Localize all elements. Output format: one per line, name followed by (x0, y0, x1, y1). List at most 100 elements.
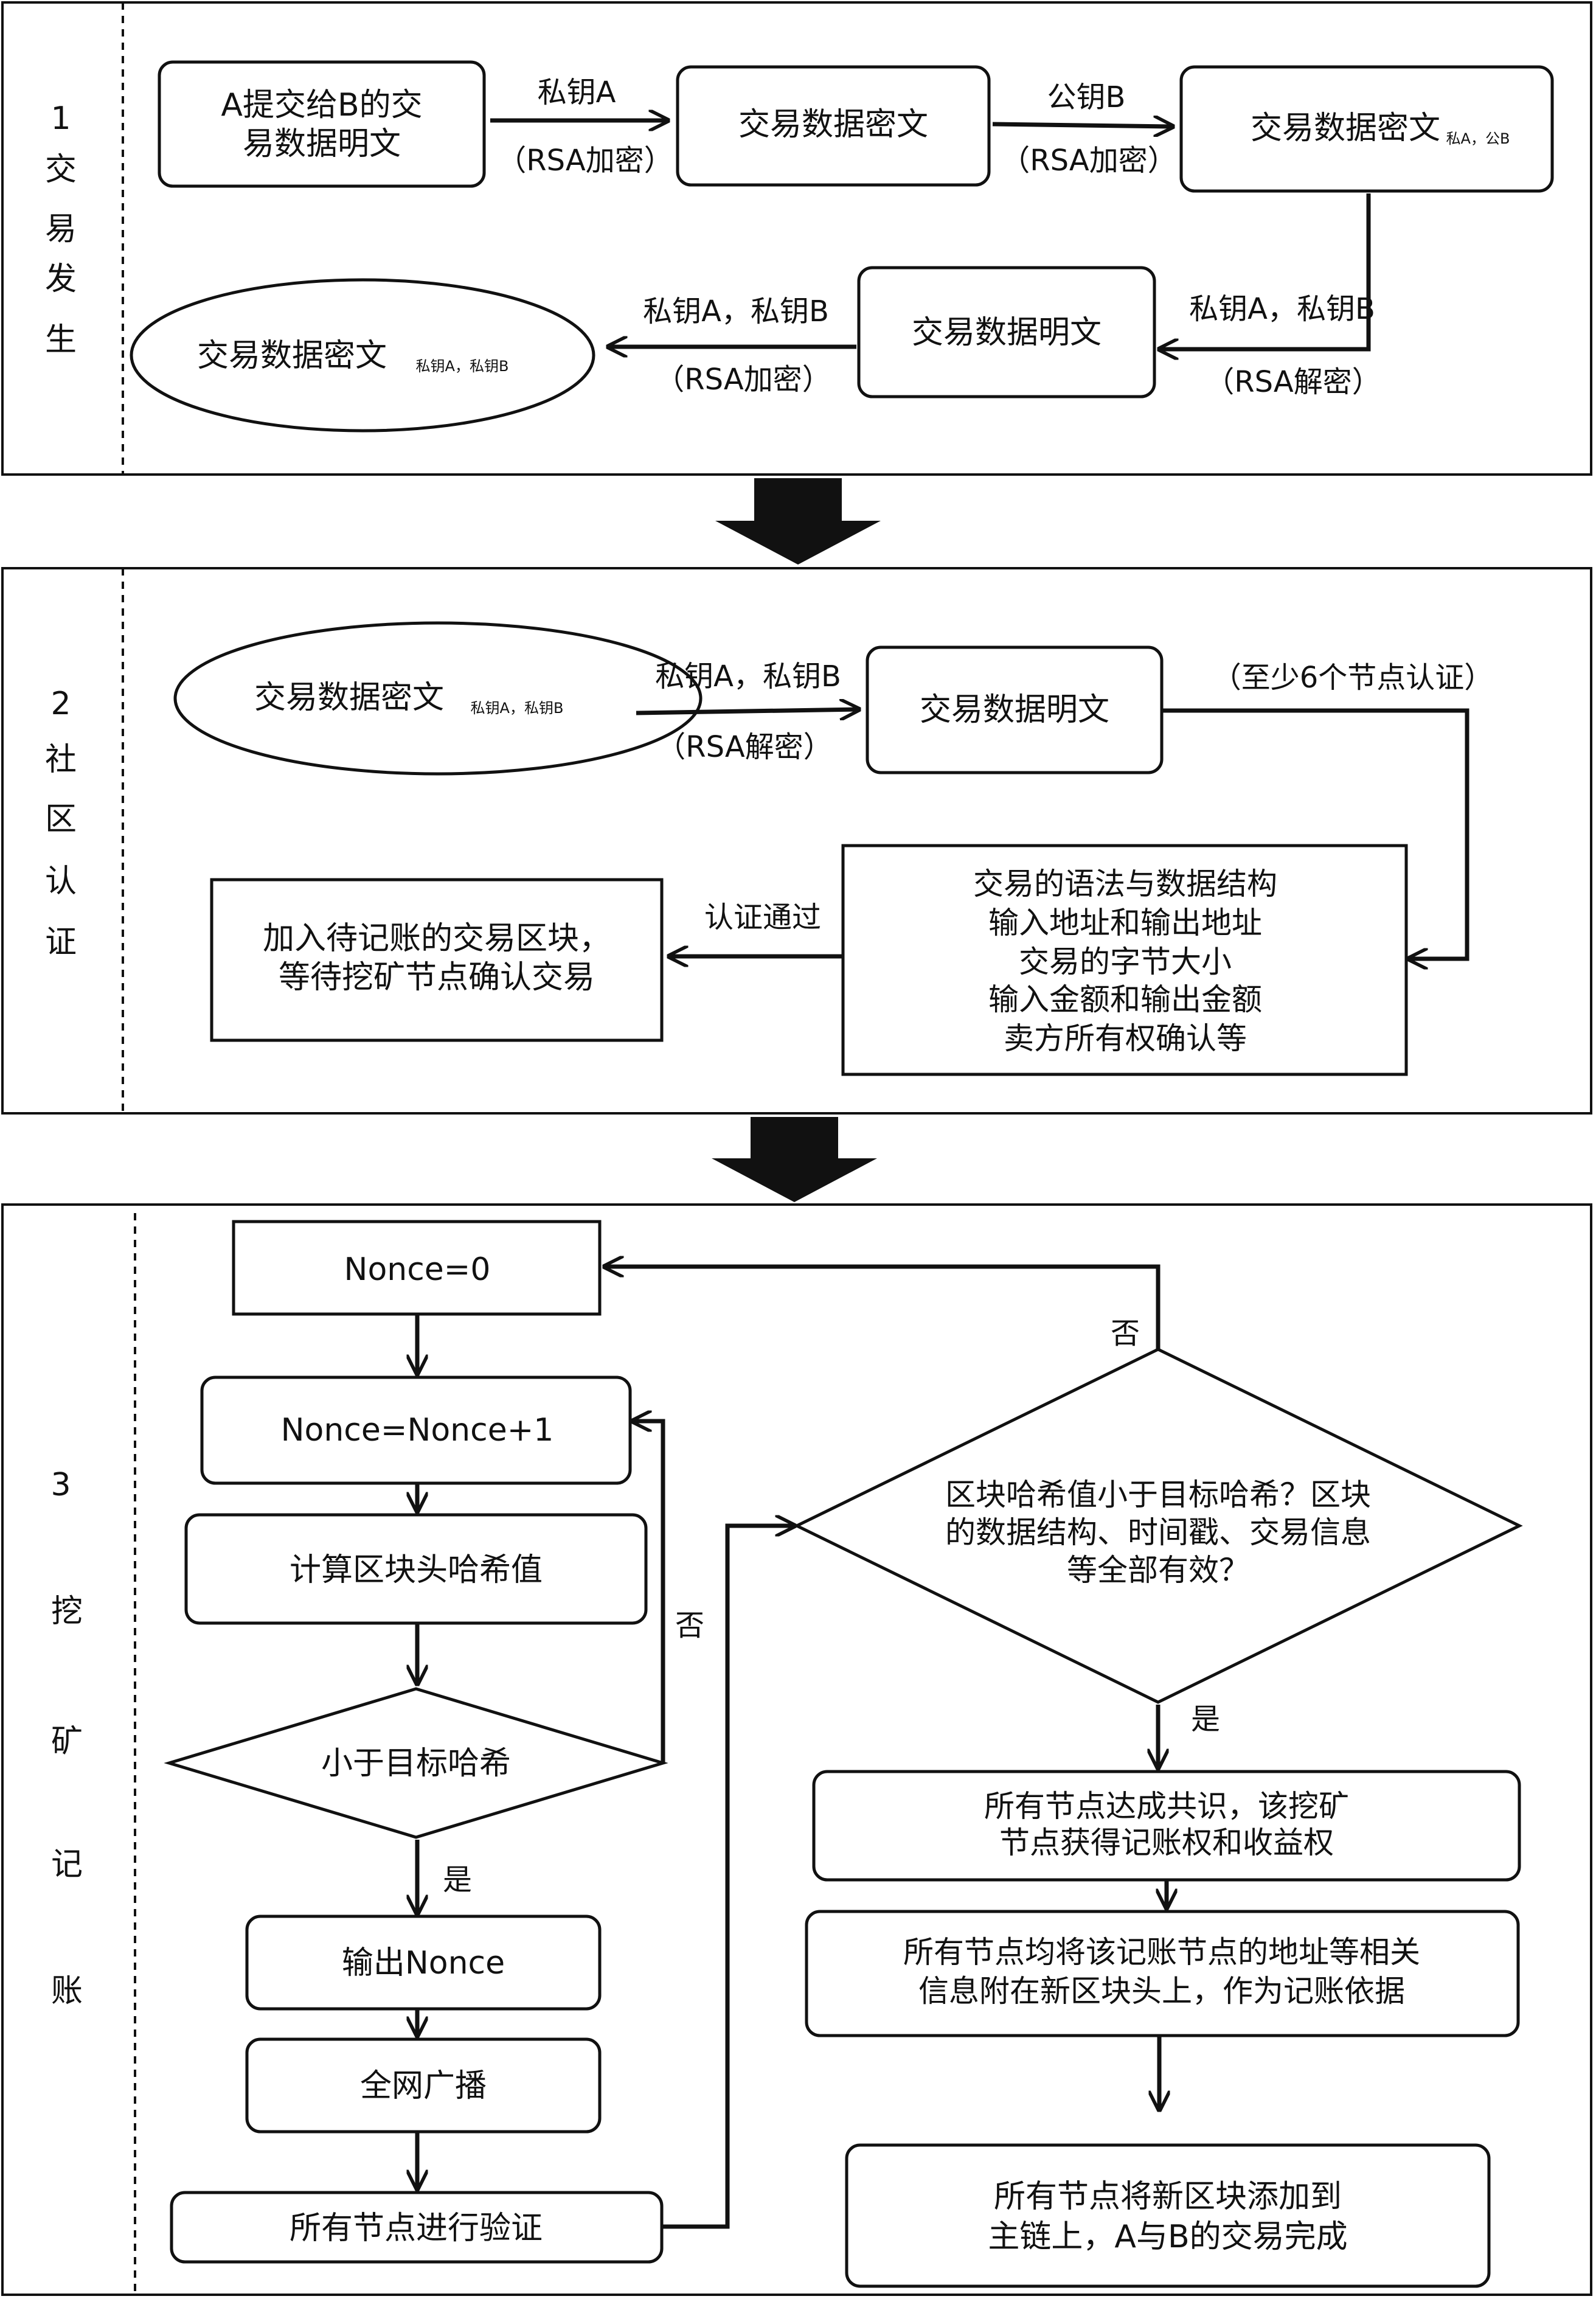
arrow1-key-label: 私钥A (538, 75, 616, 110)
section-3-label: 3 挖 矿 记 账 (50, 1467, 83, 2009)
chain-complete-box (845, 2143, 1491, 2288)
cipher-box-1-text: 交易数据密文 (738, 106, 928, 143)
node-count-note: （至少6个节点认证） (1212, 661, 1494, 695)
section-3-label-char: 矿 (51, 1723, 83, 1760)
attach-info-line2: 信息附在新区块头上，作为记账依据 (918, 1974, 1405, 2009)
arrow2-method-label: （RSA加密） (1001, 144, 1177, 178)
arrow-encrypt-public-b (992, 124, 1173, 127)
nonce-init-box (232, 1220, 602, 1316)
output-nonce-text: 输出Nonce (342, 1945, 505, 1981)
section-1-label-char: 易 (45, 211, 77, 248)
broadcast-text: 全网广播 (360, 2068, 487, 2104)
arrow-decrypt-community (636, 709, 859, 713)
consensus-line1: 所有节点达成共识，该挖矿 (984, 1789, 1349, 1824)
arrow4-key-label: 私钥A，私钥B (643, 294, 829, 329)
arrow3-key-label: 私钥A，私钥B (1189, 292, 1375, 326)
check-item: 交易的语法与数据结构 (973, 866, 1277, 902)
section-2-label-char: 认 (45, 863, 77, 900)
decision-block-valid-line1: 区块哈希值小于目标哈希？区块 (945, 1477, 1371, 1512)
cipher-box-1 (676, 65, 991, 187)
section-3-label-char: 账 (51, 1973, 83, 2009)
decision-target-hash (164, 1687, 668, 1839)
section-2-label: 2 社 区 认 证 (45, 686, 77, 961)
arrow2-key-label: 公钥B (1047, 80, 1126, 114)
verify-text: 所有节点进行验证 (290, 2210, 543, 2247)
chain-complete-line2: 主链上，A与B的交易完成 (988, 2219, 1347, 2255)
decision-block-valid (793, 1348, 1523, 1704)
checks-box (841, 844, 1408, 1076)
arrow-to-checks (1163, 708, 1469, 959)
arrow-key-label: 私钥A，私钥B (655, 659, 841, 694)
check-item: 交易的字节大小 (1019, 944, 1232, 979)
yes-label-right: 是 (1191, 1702, 1220, 1736)
consensus-line2: 节点获得记账权和收益权 (999, 1825, 1334, 1860)
arrow-method-label: （RSA解密） (656, 730, 833, 764)
section-1-label: 1 交 易 发 生 (45, 100, 77, 358)
verify-box (170, 2191, 664, 2264)
decision-target-hash-text: 小于目标哈希 (321, 1745, 511, 1782)
section-2-number: 2 (50, 686, 71, 722)
no-label-left: 否 (675, 1609, 704, 1643)
arrow1-method-label: （RSA加密） (497, 144, 673, 178)
no-label-right: 否 (1111, 1316, 1140, 1351)
section-3-label-char: 挖 (51, 1593, 83, 1630)
cipher-ellipse-received (173, 621, 703, 776)
attach-info-line1: 所有节点均将该记账节点的地址等相关 (903, 1935, 1420, 1970)
section-2-label-char: 社 (45, 742, 77, 778)
section-3-mining: 3 挖 矿 记 账 Nonce=0 Nonce=Nonce+1 计算区块头哈希值… (1, 1203, 1592, 2296)
arrow3-method-label: （RSA解密） (1205, 365, 1381, 399)
check-item: 卖方所有权确认等 (1004, 1021, 1247, 1056)
cipher-ellipse-final-subscript: 私钥A，私钥B (416, 358, 509, 375)
section-1-label-char: 交 (45, 151, 77, 188)
consensus-box (812, 1770, 1521, 1882)
check-item: 输入金额和输出金额 (988, 982, 1262, 1017)
broadcast-box (245, 2037, 602, 2134)
section-1-transaction: 1 交 易 发 生 A提交给B的交 易数据明文 私钥A （RSA加密） 交易数据… (1, 1, 1592, 476)
attach-info-box (805, 1910, 1520, 2037)
compute-hash-text: 计算区块头哈希值 (290, 1552, 543, 1588)
section-2-label-char: 区 (45, 801, 77, 838)
plaintext-box-2 (857, 266, 1156, 398)
section-2-verification: 2 社 区 认 证 交易数据密文 私钥A，私钥B 私钥A，私钥B （RSA解密）… (1, 567, 1592, 1115)
output-nonce-box (245, 1915, 602, 2011)
stage-arrow-1 (715, 478, 881, 565)
cipher-box-2-text: 交易数据密文 (1251, 110, 1440, 147)
pass-label: 认证通过 (704, 900, 821, 934)
plaintext-box-2-text: 交易数据明文 (912, 315, 1102, 351)
nonce-init-text: Nonce=0 (344, 1251, 491, 1288)
arrow-decrypt-to-plaintext (1159, 193, 1371, 349)
plaintext-box-a-line1: A提交给B的交 (221, 87, 422, 123)
cipher-ellipse-received-text: 交易数据密文 (254, 680, 444, 716)
arrow4-method-label: （RSA加密） (655, 363, 831, 397)
cipher-box-2 (1179, 65, 1554, 193)
nonce-increment-text: Nonce=Nonce+1 (281, 1412, 554, 1449)
section-1-label-char: 生 (45, 322, 77, 358)
nonce-increment-box (200, 1376, 632, 1485)
cipher-box-2-subscript: 私A，公B (1446, 130, 1510, 147)
section-3-label-char: 记 (51, 1846, 83, 1883)
plaintext-box-community (866, 645, 1164, 774)
chain-complete-line1: 所有节点将新区块添加到 (994, 2179, 1342, 2215)
arrow-invalid-restart (605, 1267, 1161, 1349)
stage-arrow-2 (712, 1117, 877, 1202)
cipher-ellipse-final (130, 278, 595, 433)
plaintext-box-a-line2: 易数据明文 (243, 126, 401, 162)
compute-hash-box (184, 1513, 648, 1625)
pending-block-box (210, 878, 664, 1042)
section-2-label-char: 证 (45, 924, 77, 961)
arrow-verify-to-decision (663, 1526, 794, 2229)
pending-block-line2: 等待挖矿节点确认交易 (279, 959, 595, 996)
check-item: 输入地址和输出地址 (988, 905, 1262, 941)
pending-block-line1: 加入待记账的交易区块， (263, 920, 611, 957)
plaintext-box-community-text: 交易数据明文 (920, 692, 1109, 728)
cipher-ellipse-received-subscript: 私钥A，私钥B (471, 700, 564, 717)
plaintext-box-a (158, 60, 486, 188)
section-3-number: 3 (50, 1467, 71, 1503)
decision-block-valid-line2: 的数据结构、时间戳、交易信息 (945, 1515, 1371, 1550)
checks-list: 交易的语法与数据结构 输入地址和输出地址 交易的字节大小 输入金额和输出金额 卖… (973, 866, 1277, 1056)
section-1-number: 1 (50, 100, 71, 137)
yes-label-left: 是 (443, 1863, 472, 1897)
decision-block-valid-line3: 等全部有效？ (1067, 1553, 1249, 1588)
arrow-loop-back-no (633, 1421, 665, 1763)
